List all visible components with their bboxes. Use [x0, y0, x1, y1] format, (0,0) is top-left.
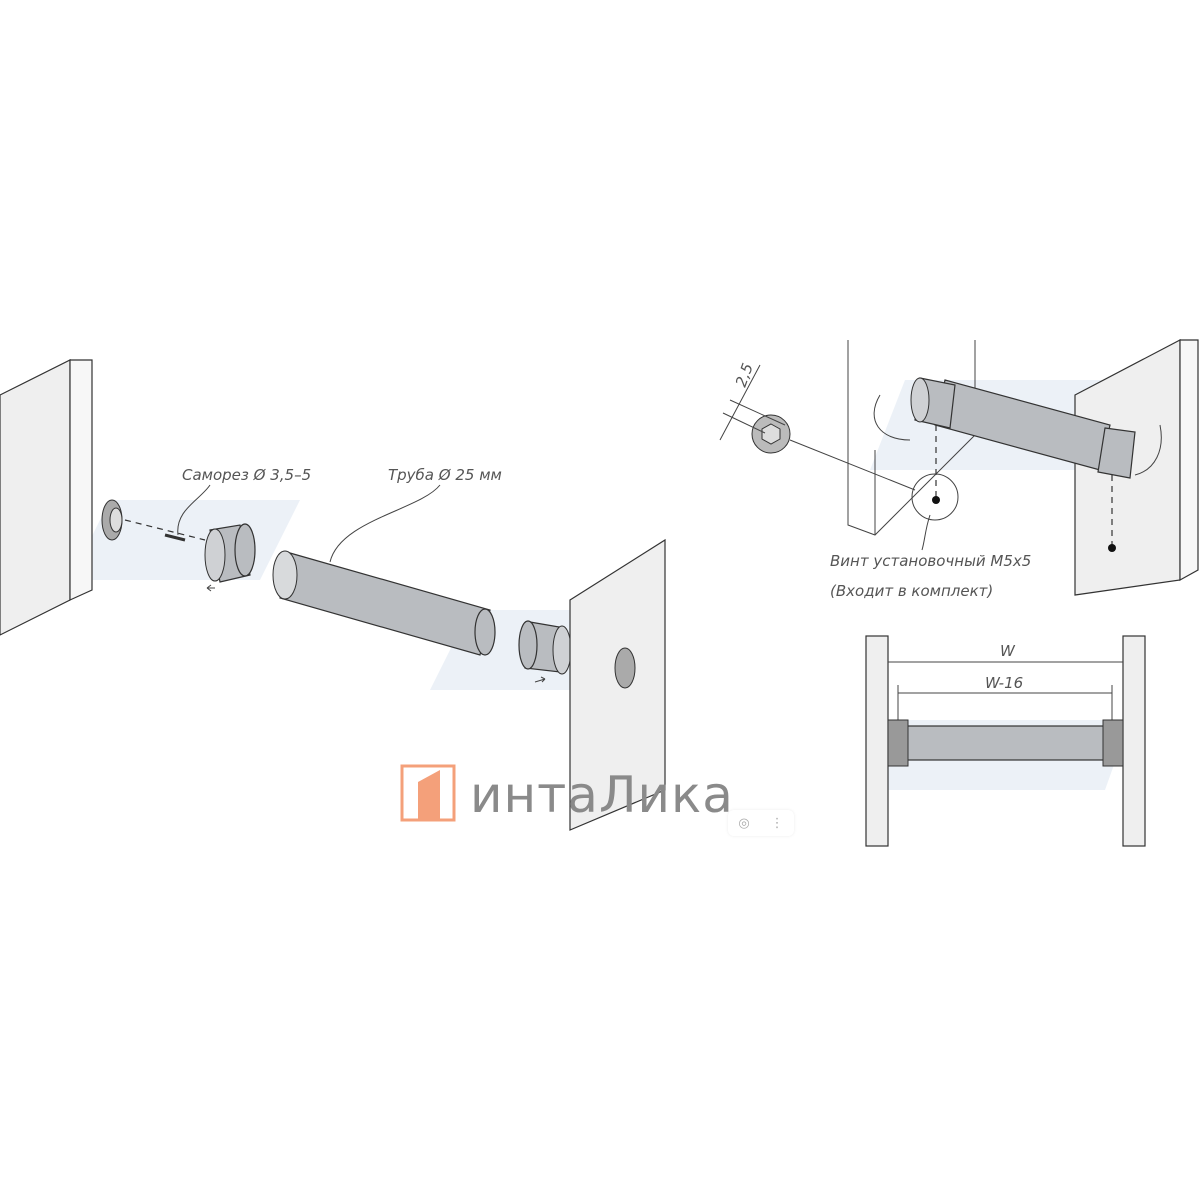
set-screw: [751, 414, 791, 454]
included-label: (Входит в комплект): [830, 582, 993, 600]
right-flange: [614, 647, 636, 689]
top-view: [865, 635, 1146, 847]
image-overlay-buttons: ◎ ⋮: [728, 810, 794, 836]
lens-icon[interactable]: ◎: [738, 815, 750, 831]
dimension-w: W: [1000, 642, 1016, 660]
detail-view: [719, 339, 1199, 596]
dimension-w-16: W-16: [985, 674, 1023, 692]
more-vertical-icon[interactable]: ⋮: [770, 815, 784, 831]
intalika-logo: интаЛика: [400, 764, 734, 824]
tube: [272, 550, 496, 656]
left-holder: [204, 523, 256, 583]
set-screw-label: Винт установочный M5x5: [830, 552, 1031, 570]
dimension-2-5: 2,5: [732, 361, 757, 390]
left-wall-panel: [0, 359, 93, 636]
right-wall-panel: [569, 538, 666, 831]
right-holder: [518, 620, 572, 675]
screw-label: Саморез Ø 3,5–5: [182, 466, 311, 484]
svg-text:интаЛика: интаЛика: [470, 766, 734, 824]
left-flange: [101, 499, 123, 541]
tube-label: Труба Ø 25 мм: [388, 466, 502, 484]
screw: [164, 533, 186, 542]
